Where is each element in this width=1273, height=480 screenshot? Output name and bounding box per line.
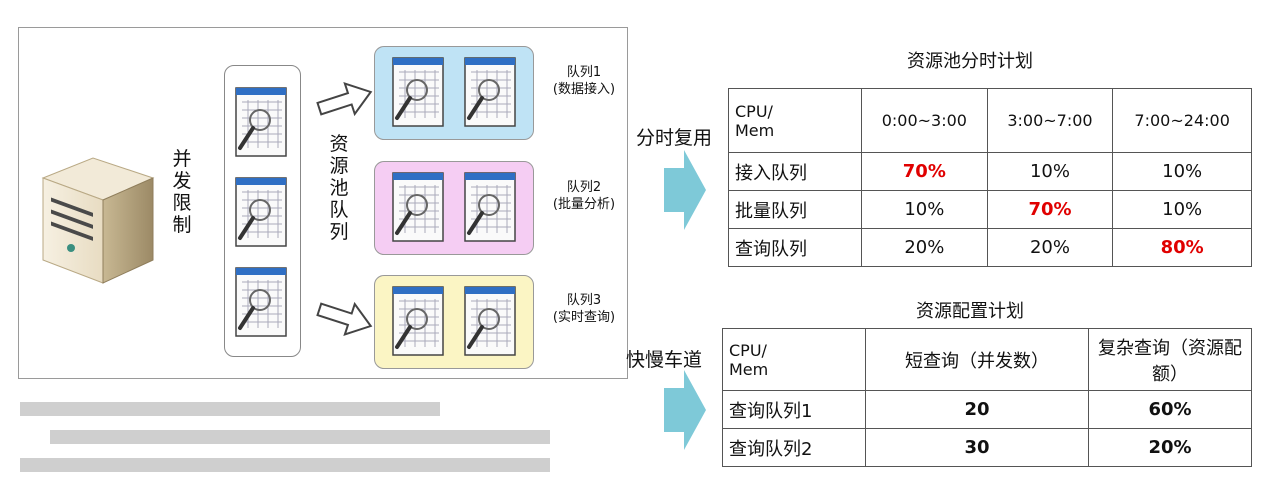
arrow-to-queue3: [316, 301, 373, 337]
config-table-cell: 60%: [1088, 390, 1252, 429]
time-share-label: 分时复用: [636, 127, 713, 149]
queue3-desc: (实时查询): [552, 310, 616, 325]
time-table-cell: 10%: [986, 152, 1114, 191]
queue2-desc: (批量分析): [552, 197, 616, 212]
time-table-header-corner: CPU/ Mem: [728, 88, 862, 153]
config-table-header-cell: 复杂查询（资源配额）: [1088, 328, 1252, 391]
time-table-header-cell: 0:00~3:00: [861, 88, 988, 153]
time-table-header-cell: 3:00~7:00: [986, 88, 1114, 153]
queue1-desc: (数据接入): [552, 82, 616, 97]
queue1-label: 队列1 (数据接入): [534, 64, 634, 98]
queue-document-icon: [392, 57, 444, 127]
time-share-arrow: [664, 150, 706, 230]
config-table-cell: 30: [865, 428, 1089, 467]
queue3-label: 队列3 (实时查询): [534, 292, 634, 326]
pool-document-icon: [235, 87, 287, 157]
time-table-cell: 10%: [861, 190, 988, 229]
queue-document-icon: [392, 172, 444, 242]
config-table-row-label: 查询队列1: [722, 390, 866, 429]
time-table-title: 资源池分时计划: [907, 51, 1033, 72]
time-table-cell: 70%: [986, 190, 1114, 229]
queue-document-icon: [464, 172, 516, 242]
config-table-row-label: 查询队列2: [722, 428, 866, 467]
arrow-to-queue1: [316, 81, 373, 117]
queue-document-icon: [464, 57, 516, 127]
fast-slow-arrow: [664, 370, 706, 450]
time-table-row-label: 查询队列: [728, 228, 862, 267]
server-icon: [41, 157, 155, 284]
queue-document-icon: [464, 286, 516, 356]
pool-document-icon: [235, 267, 287, 337]
queue2-label: 队列2 (批量分析): [534, 179, 634, 213]
time-table-row-label: 接入队列: [728, 152, 862, 191]
time-table-cell: 80%: [1112, 228, 1252, 267]
fast-slow-label: 快慢车道: [626, 349, 703, 371]
time-table-cell: 10%: [1112, 190, 1252, 229]
time-table-cell: 20%: [861, 228, 988, 267]
config-table-title: 资源配置计划: [916, 301, 1024, 322]
server-label: 并发限制: [172, 148, 192, 236]
blurred-caption: [20, 400, 560, 480]
time-table-cell: 10%: [1112, 152, 1252, 191]
config-table: CPU/ Mem 短查询（并发数） 复杂查询（资源配额） 查询队列1 20 60…: [722, 328, 1252, 467]
pool-document-icon: [235, 177, 287, 247]
queue1-name: 队列1: [566, 65, 602, 80]
queue2-name: 队列2: [566, 180, 602, 195]
time-table-header-cell: 7:00~24:00: [1112, 88, 1252, 153]
config-table-header-cell: 短查询（并发数）: [865, 328, 1089, 391]
time-table-cell: 70%: [861, 152, 988, 191]
resource-pool-label: 资源池队列: [329, 133, 349, 243]
time-table: CPU/ Mem 0:00~3:00 3:00~7:00 7:00~24:00 …: [728, 88, 1252, 267]
config-table-cell: 20%: [1088, 428, 1252, 467]
resource-pool-box: [224, 65, 301, 357]
time-table-row-label: 批量队列: [728, 190, 862, 229]
architecture-panel: 并发限制 资源池队列 队列1 (数据接入) 队列2 (批量分析) 队列3 (实时查询): [18, 27, 628, 379]
config-table-header-corner: CPU/ Mem: [722, 328, 866, 391]
queue3-name: 队列3: [566, 293, 602, 308]
config-table-cell: 20: [865, 390, 1089, 429]
time-table-cell: 20%: [986, 228, 1114, 267]
queue-document-icon: [392, 286, 444, 356]
